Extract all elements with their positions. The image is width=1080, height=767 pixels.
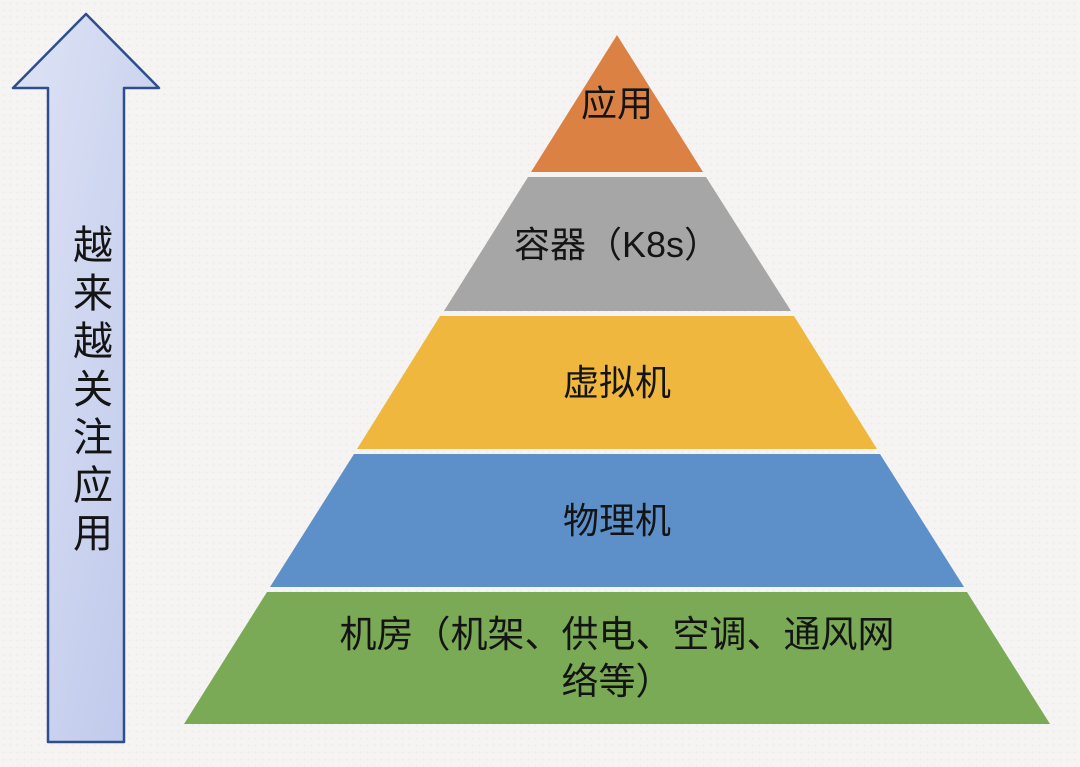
pyramid-level-container-shape bbox=[444, 177, 791, 311]
pyramid-level-vm-shape bbox=[357, 316, 877, 449]
up-arrow-shape bbox=[11, 12, 161, 744]
pyramid-level-datacenter-shape bbox=[184, 592, 1050, 724]
pyramid-level-physical-shape bbox=[270, 454, 964, 587]
pyramid-level-application-shape bbox=[531, 35, 703, 172]
